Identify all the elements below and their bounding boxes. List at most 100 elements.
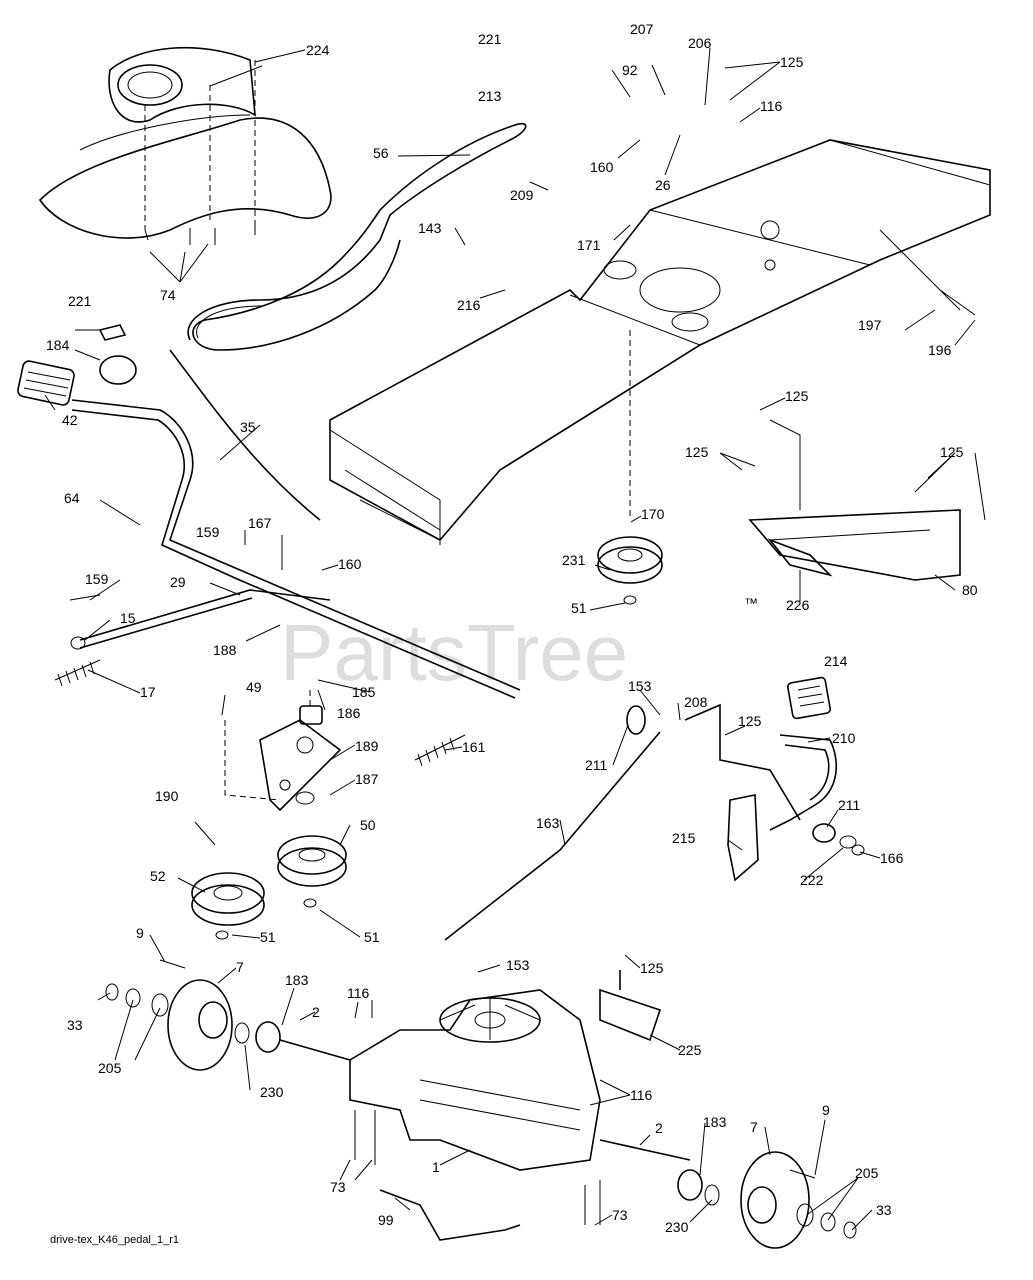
- label-221-top: 221: [478, 31, 502, 47]
- label-160-top: 160: [590, 159, 614, 175]
- label-205: 205: [98, 1060, 122, 1076]
- label-52: 52: [150, 868, 166, 884]
- label-205-right: 205: [855, 1165, 879, 1181]
- label-153-lower: 153: [506, 957, 530, 973]
- idler-pulley-231: [597, 330, 663, 605]
- label-213: 213: [478, 88, 502, 104]
- label-9: 9: [136, 925, 144, 941]
- label-183-right: 183: [703, 1114, 727, 1130]
- label-190: 190: [155, 788, 179, 804]
- label-153: 153: [628, 678, 652, 694]
- label-184: 184: [46, 337, 70, 353]
- label-33: 33: [67, 1017, 83, 1033]
- label-196: 196: [928, 342, 952, 358]
- label-171: 171: [577, 237, 601, 253]
- label-159: 159: [196, 524, 220, 540]
- label-221: 221: [68, 293, 92, 309]
- label-230-right: 230: [665, 1219, 689, 1235]
- trademark: ™: [744, 595, 758, 611]
- label-125-mid: 125: [785, 388, 809, 404]
- label-9-right: 9: [822, 1102, 830, 1118]
- label-17: 17: [140, 684, 156, 700]
- label-143: 143: [418, 220, 442, 236]
- label-210: 210: [832, 730, 856, 746]
- label-2-right: 2: [655, 1120, 663, 1136]
- label-125-lower: 125: [640, 960, 664, 976]
- shift-lever-assembly: [17, 324, 521, 699]
- label-26: 26: [655, 177, 671, 193]
- label-231: 231: [562, 552, 586, 568]
- label-7-right: 7: [750, 1119, 758, 1135]
- label-159-left: 159: [85, 571, 109, 587]
- label-216: 216: [457, 297, 481, 313]
- pulley-50: [277, 835, 347, 908]
- label-1: 1: [432, 1159, 440, 1175]
- label-209: 209: [510, 187, 534, 203]
- part-labels: 224 221 213 207 206 125 92 116 56 160 26…: [46, 21, 978, 1235]
- label-188: 188: [213, 642, 237, 658]
- idler-bracket: [224, 690, 342, 812]
- wheel-hub-right: [677, 1151, 857, 1249]
- label-80: 80: [962, 582, 978, 598]
- label-224: 224: [306, 42, 330, 58]
- label-35: 35: [240, 419, 256, 435]
- label-208: 208: [684, 694, 708, 710]
- label-73: 73: [330, 1179, 346, 1195]
- drive-belt: [187, 122, 527, 351]
- pulley-52: [191, 872, 265, 940]
- label-161: 161: [462, 739, 486, 755]
- label-92: 92: [622, 62, 638, 78]
- rod-99: [379, 1189, 521, 1241]
- fender-body: [38, 46, 332, 245]
- label-2: 2: [312, 1004, 320, 1020]
- label-226: 226: [786, 597, 810, 613]
- label-215: 215: [672, 830, 696, 846]
- label-64: 64: [64, 490, 80, 506]
- leader-lines: [44, 47, 986, 1231]
- label-99: 99: [378, 1212, 394, 1228]
- diagram-caption: drive-tex_K46_pedal_1_r1: [50, 1234, 179, 1246]
- linkage-rod: [54, 589, 331, 687]
- label-51-top: 51: [571, 600, 587, 616]
- label-207: 207: [630, 21, 654, 37]
- label-50: 50: [360, 817, 376, 833]
- label-51-right: 51: [364, 929, 380, 945]
- label-230: 230: [260, 1084, 284, 1100]
- label-125-left: 125: [685, 444, 709, 460]
- label-73-right: 73: [612, 1207, 628, 1223]
- label-166: 166: [880, 850, 904, 866]
- label-214: 214: [824, 653, 848, 669]
- spring-161: [414, 734, 466, 767]
- label-49: 49: [246, 679, 262, 695]
- label-116-lower: 116: [630, 1087, 653, 1103]
- label-125-pedal: 125: [738, 713, 762, 729]
- label-211: 211: [585, 757, 608, 773]
- label-185: 185: [352, 684, 376, 700]
- label-197: 197: [858, 317, 882, 333]
- label-170: 170: [641, 506, 665, 522]
- label-187: 187: [355, 771, 379, 787]
- bracket-225: [599, 970, 662, 1042]
- label-74: 74: [160, 287, 176, 303]
- label-15: 15: [120, 610, 136, 626]
- label-222: 222: [800, 872, 824, 888]
- rod-163: [444, 731, 661, 941]
- label-116-top: 116: [760, 98, 783, 114]
- brake-pedal-assembly: [626, 419, 961, 882]
- label-163: 163: [536, 815, 560, 831]
- label-183: 183: [285, 972, 309, 988]
- label-116: 116: [347, 985, 370, 1001]
- label-211-right: 211: [838, 797, 861, 813]
- label-29: 29: [170, 574, 186, 590]
- label-7: 7: [236, 959, 244, 975]
- transaxle: [279, 989, 691, 1225]
- tractor-frame: [329, 139, 991, 545]
- label-206: 206: [688, 35, 712, 51]
- label-56: 56: [373, 145, 389, 161]
- label-189: 189: [355, 738, 379, 754]
- label-33-right: 33: [876, 1202, 892, 1218]
- label-51-left: 51: [260, 929, 276, 945]
- label-186: 186: [337, 705, 361, 721]
- wheel-hub-left: [105, 959, 281, 1071]
